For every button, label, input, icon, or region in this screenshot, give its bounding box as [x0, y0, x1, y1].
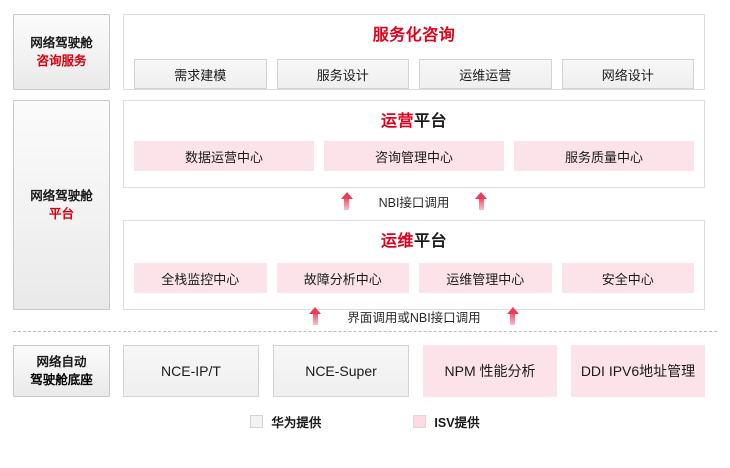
box-fault-analysis-center[interactable]: 故障分析中心: [276, 263, 409, 293]
stage-label-consulting-line1: 网络驾驶舱: [30, 35, 93, 50]
box-nce-ip-t[interactable]: NCE-IP/T: [123, 345, 259, 397]
box-ddi-ipv6-address-management[interactable]: DDI IPV6地址管理: [571, 345, 705, 397]
box-data-operation-center[interactable]: 数据运营中心: [134, 141, 314, 171]
panel-maintain: 运维平台 全栈监控中心 故障分析中心 运维管理中心 安全中心: [123, 220, 705, 310]
panel-operation-title: 运营平台: [124, 107, 704, 131]
stage-label-platform-line2: 平台: [48, 207, 74, 221]
stage-label-base: 网络自动 驾驶舱底座: [13, 345, 110, 397]
legend-swatch-gray-icon: [250, 415, 264, 428]
box-requirement-modeling[interactable]: 需求建模: [134, 59, 267, 89]
panel-consulting-title: 服务化咨询: [124, 21, 704, 45]
box-security-center[interactable]: 安全中心: [561, 263, 694, 293]
panel-maintain-title-dark: 平台: [414, 233, 448, 250]
arrow-up-icon: [340, 192, 353, 210]
legend-swatch-pink-icon: [413, 415, 427, 428]
connector-nbi-label: NBI接口调用: [378, 195, 450, 210]
stage-label-platform-line1: 网络驾驶舱: [30, 188, 93, 203]
box-nce-super[interactable]: NCE-Super: [273, 345, 409, 397]
section-divider: [13, 331, 717, 332]
panel-maintain-box-row: 全栈监控中心 故障分析中心 运维管理中心 安全中心: [134, 263, 694, 293]
panel-operation-title-dark: 平台: [414, 113, 448, 130]
stage-label-consulting: 网络驾驶舱 咨询服务: [13, 14, 110, 90]
box-consulting-management-center[interactable]: 咨询管理中心: [324, 141, 504, 171]
panel-consulting-box-row: 需求建模 服务设计 运维运营 网络设计: [134, 59, 694, 89]
stage-label-base-line2: 驾驶舱底座: [30, 373, 93, 387]
legend-item-isv-label: ISV提供: [434, 416, 480, 430]
arrow-up-icon: [475, 192, 488, 210]
panel-consulting-title-red: 服务化咨询: [372, 27, 456, 44]
box-full-stack-monitoring-center[interactable]: 全栈监控中心: [134, 263, 267, 293]
legend-item-isv: ISV提供: [413, 412, 480, 431]
panel-operation: 运营平台 数据运营中心 咨询管理中心 服务质量中心: [123, 100, 705, 188]
box-network-design[interactable]: 网络设计: [561, 59, 694, 89]
legend-item-huawei-label: 华为提供: [271, 416, 322, 430]
base-row: NCE-IP/T NCE-Super NPM 性能分析 DDI IPV6地址管理: [123, 345, 705, 397]
box-npm-performance-analysis[interactable]: NPM 性能分析: [423, 345, 557, 397]
box-service-quality-center[interactable]: 服务质量中心: [514, 141, 694, 171]
connector-ui-label: 界面调用或NBI接口调用: [347, 310, 481, 325]
box-service-design[interactable]: 服务设计: [276, 59, 409, 89]
legend: 华为提供 ISV提供: [0, 412, 730, 431]
box-om-management-center[interactable]: 运维管理中心: [419, 263, 552, 293]
connector-ui: 界面调用或NBI接口调用: [123, 305, 705, 327]
arrow-up-icon: [309, 307, 322, 325]
stage-label-platform: 网络驾驶舱 平台: [13, 100, 110, 310]
panel-consulting: 服务化咨询 需求建模 服务设计 运维运营 网络设计: [123, 14, 705, 90]
panel-operation-box-row: 数据运营中心 咨询管理中心 服务质量中心: [134, 141, 694, 171]
stage-label-consulting-line2: 咨询服务: [36, 54, 87, 68]
panel-maintain-title: 运维平台: [124, 227, 704, 251]
arrow-up-icon: [506, 307, 519, 325]
legend-item-huawei: 华为提供: [250, 412, 321, 431]
stage-label-base-line1: 网络自动: [36, 354, 87, 369]
connector-nbi: NBI接口调用: [123, 190, 705, 212]
box-om-operation[interactable]: 运维运营: [419, 59, 552, 89]
panel-operation-title-red: 运营: [380, 113, 414, 130]
panel-maintain-title-red: 运维: [380, 233, 414, 250]
